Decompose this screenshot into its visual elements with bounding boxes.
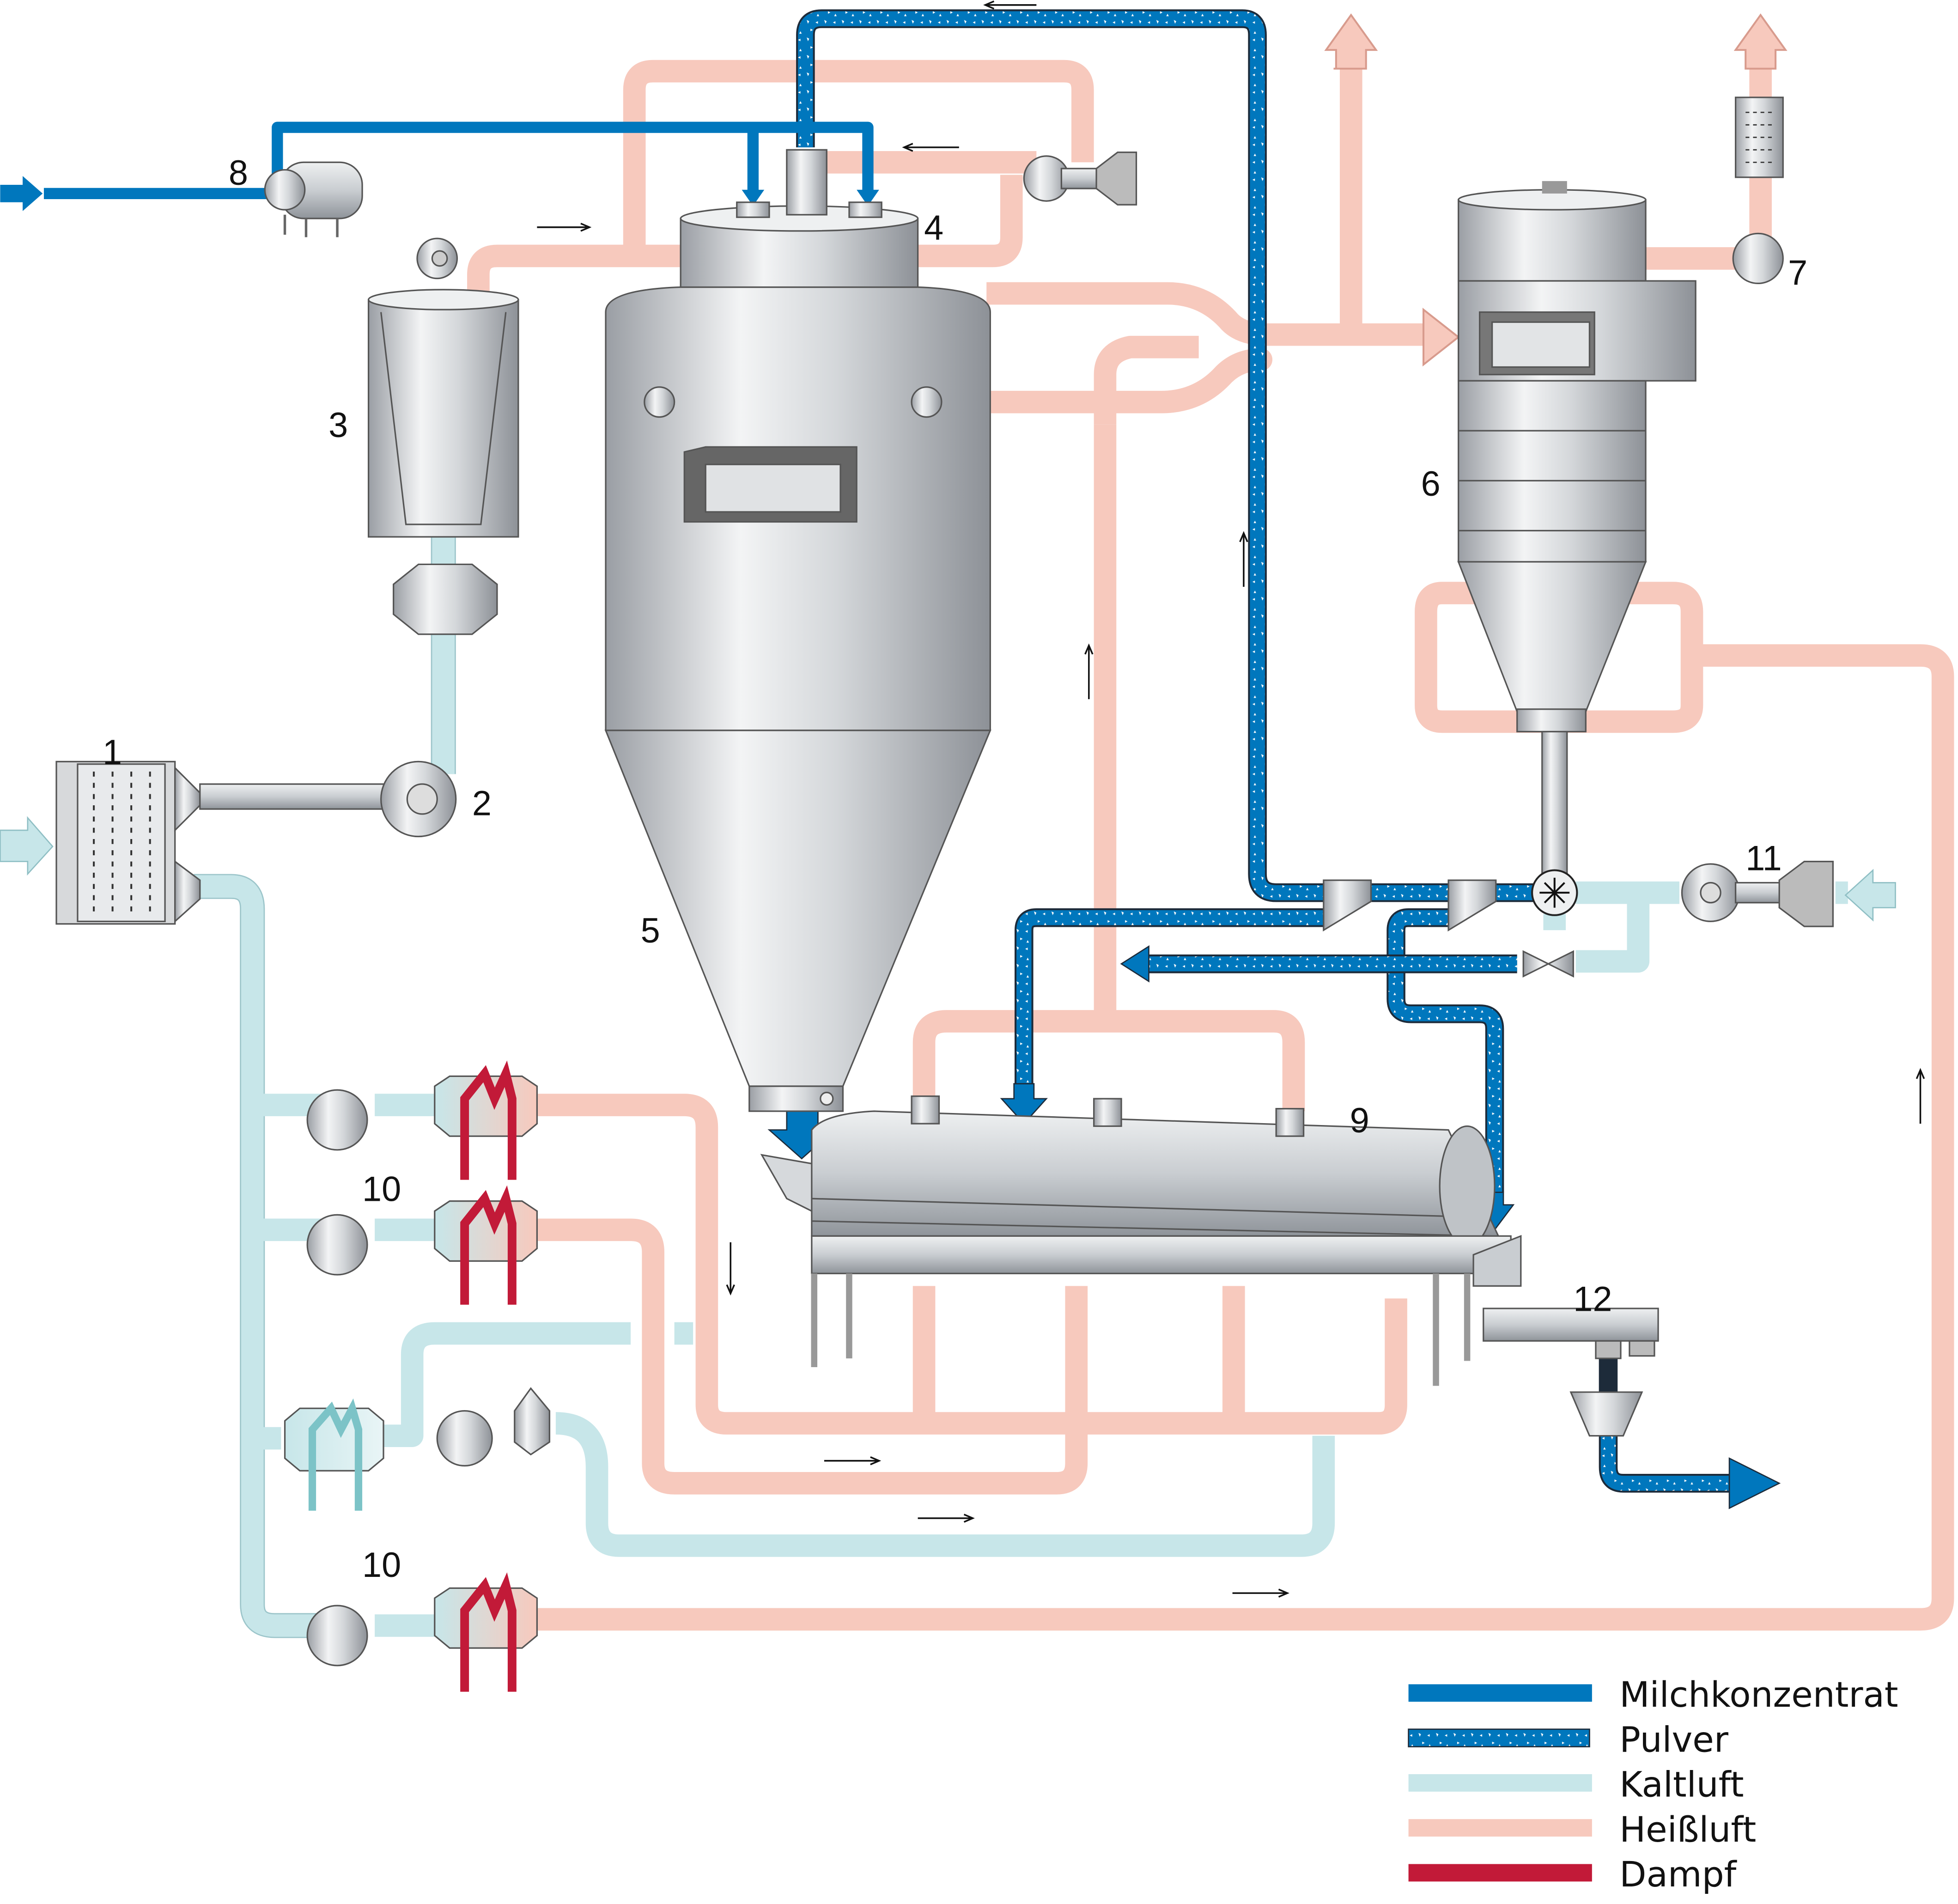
air-filter-1 [0,760,201,925]
drying-chamber-5 [604,286,991,1112]
legend-label: Pulver [1619,1719,1729,1760]
legend-label: Kaltluft [1619,1764,1744,1805]
exhaust-arrow-icon [1733,13,1788,70]
air-filter [393,563,498,635]
legend-label: Dampf [1619,1854,1737,1895]
rotary-valve [1531,869,1578,916]
heater [306,1060,538,1180]
cold-air-pipes [194,536,1848,1638]
exhaust-arrow-icon [1324,13,1378,70]
label-6: 6 [1421,465,1441,504]
cyclone-6 [1457,181,1697,876]
equipment-labels: 1 2 3 4 5 6 7 8 9 10 10 11 12 [103,154,1807,1585]
fan-2 [380,760,457,838]
powder-separator [1447,879,1497,932]
valve [1522,950,1574,978]
powder-arrow-icon [1120,945,1149,983]
label-3: 3 [328,406,348,445]
label-7: 7 [1788,254,1807,292]
air-heater-3 [367,237,519,538]
legend-swatch-hot-air [1408,1819,1592,1837]
label-10: 10 [362,1170,401,1209]
cold-air-inlet-arrow-icon [0,816,54,876]
powder-arrow-icon [1000,1083,1048,1125]
label-10: 10 [362,1546,401,1585]
legend-swatch-powder [1408,1728,1590,1747]
powder-outlet-arrow-icon [1728,1457,1781,1509]
fan-11 [1681,860,1896,927]
milk-arrow-icon [742,189,879,206]
heater [306,1185,538,1305]
label-4: 4 [924,209,943,248]
label-2: 2 [472,785,492,823]
fan [1023,152,1137,206]
legend-swatch-milk [1408,1684,1592,1702]
legend-swatch-steam [1408,1864,1592,1882]
inlet-arrow-icon [1422,307,1460,367]
legend-label: Milchkonzentrat [1619,1674,1898,1715]
milk-pipes [0,122,879,211]
duct [199,783,401,810]
powder-discharge-12 [1483,1308,1659,1437]
label-5: 5 [641,912,660,950]
air-disperser-4 [680,149,919,288]
legend-label: Heißluft [1619,1809,1756,1850]
label-8: 8 [229,154,248,193]
cold-air-inlet-arrow-icon [1844,869,1896,922]
powder-pipes [767,9,1781,1509]
silencer [1734,97,1784,178]
legend-swatch-cold-air [1408,1774,1592,1792]
powder-separator [1323,879,1372,932]
fluid-bed-9 [760,1095,1522,1386]
heater [306,1572,538,1692]
exhaust-fan-7 [1732,97,1784,285]
feed-pump-8 [264,161,363,237]
flow-arrows [537,0,1925,1598]
milk-inlet-arrow-icon [0,176,43,211]
label-12: 12 [1573,1280,1612,1319]
label-9: 9 [1350,1101,1369,1140]
heaters-10 [284,1060,551,1692]
label-1: 1 [103,733,122,772]
legend: Milchkonzentrat Pulver Kaltluft Heißluft… [1408,1674,1898,1895]
cooler [284,1387,551,1511]
label-11: 11 [1745,839,1782,878]
